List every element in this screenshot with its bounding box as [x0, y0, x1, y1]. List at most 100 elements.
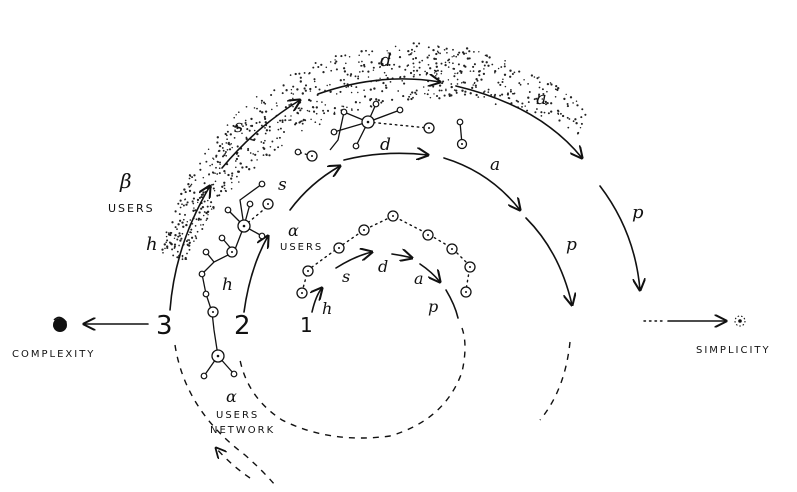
stipple-dot: [177, 223, 180, 226]
stipple-dot: [533, 98, 536, 101]
stipple-dot: [402, 95, 405, 98]
stipple-dot: [367, 76, 370, 78]
stipple-dot: [215, 166, 217, 169]
stipple-dot: [411, 91, 414, 94]
stipple-dot: [427, 89, 430, 91]
stipple-dot: [414, 57, 417, 60]
stipple-dot: [446, 51, 448, 54]
stipple-dot: [193, 207, 195, 209]
beta-symbol: β: [119, 169, 132, 193]
stipple-dot: [375, 98, 378, 101]
stipple-dot: [232, 124, 235, 127]
stipple-dot: [202, 176, 205, 179]
stipple-dot: [299, 80, 302, 83]
stipple-dot: [504, 59, 506, 62]
stipple-dot: [580, 116, 583, 119]
stipple-dot: [181, 221, 184, 224]
stipple-dot: [268, 129, 271, 132]
stipple-dot: [299, 109, 302, 112]
stipple-dot: [309, 90, 312, 92]
stipple-dot: [447, 79, 450, 81]
stipple-dot: [557, 87, 560, 90]
stipple-dot: [313, 110, 315, 113]
stipple-dot: [189, 184, 192, 187]
stipple-dot: [472, 70, 475, 72]
stipple-dot: [334, 55, 337, 58]
stipple-dot: [214, 180, 217, 183]
stipple-dot: [572, 120, 575, 123]
stipple-dot: [333, 112, 336, 115]
stipple-dot: [264, 132, 267, 135]
stipple-dot: [357, 108, 359, 111]
stipple-dot: [483, 64, 486, 67]
stipple-dot: [575, 122, 578, 125]
stipple-dot: [527, 83, 529, 85]
stipple-dot: [178, 232, 181, 235]
stipple-dot: [236, 124, 239, 127]
stipple-dot: [179, 206, 182, 209]
stipple-dot: [188, 239, 191, 241]
beta-users-label: USERS: [108, 202, 155, 215]
stipple-dot: [580, 122, 583, 125]
stipple-dot: [260, 102, 263, 104]
stipple-dot: [264, 127, 266, 129]
stipple-dot: [188, 248, 191, 251]
stipple-dot: [515, 99, 518, 102]
stipple-dot: [390, 98, 394, 101]
stipple-dot: [436, 69, 439, 72]
stipple-dot: [184, 191, 187, 194]
stipple-dot: [373, 87, 376, 90]
stipple-dot: [483, 96, 486, 98]
stipple-dot: [197, 218, 200, 221]
stipple-dot: [358, 61, 360, 63]
stipple-dot: [242, 125, 244, 128]
stipple-dot: [296, 88, 299, 91]
stipple-dot: [322, 70, 325, 74]
stipple-dot: [465, 52, 467, 55]
stipple-dot: [185, 240, 188, 243]
stipple-dot: [414, 91, 417, 94]
stipple-dot: [196, 230, 199, 233]
stipple-dot: [252, 153, 254, 155]
stipple-dot: [263, 147, 266, 150]
stipple-dot: [165, 231, 168, 234]
phase-letter-s: s: [278, 175, 287, 195]
stipple-dot: [205, 211, 208, 215]
stipple-dot: [464, 65, 467, 68]
stipple-dot: [440, 62, 443, 65]
stipple-dot: [398, 49, 401, 51]
stipple-dot: [311, 106, 315, 109]
stipple-dot: [565, 93, 567, 96]
stipple-dot: [233, 136, 236, 139]
stipple-dot: [317, 65, 320, 69]
stipple-dot: [206, 205, 209, 208]
stipple-dot: [173, 245, 176, 248]
stipple-dot: [422, 86, 425, 88]
stipple-dot: [314, 121, 317, 124]
stipple-dot: [394, 45, 397, 48]
stipple-dot: [388, 52, 392, 55]
stipple-dot: [572, 102, 574, 104]
stipple-dot: [460, 82, 463, 84]
stipple-dot: [181, 258, 184, 261]
stipple-dot: [284, 106, 287, 109]
stipple-dot: [296, 111, 299, 115]
stipple-dot: [271, 108, 273, 111]
stipple-dot: [530, 74, 534, 77]
stipple-dot: [443, 48, 446, 51]
stipple-dot: [168, 234, 171, 236]
stipple-dot: [463, 81, 467, 84]
phase-letter-h: h: [146, 234, 158, 255]
stipple-dot: [298, 72, 301, 75]
cycle-numbers: 1 2 3: [156, 311, 313, 341]
stipple-dot: [335, 93, 338, 95]
stipple-dot: [450, 94, 453, 97]
stipple-dot: [437, 45, 440, 49]
stipple-dot: [203, 200, 206, 203]
stipple-dot: [494, 103, 497, 106]
stipple-dot: [339, 79, 342, 82]
stipple-dot: [478, 69, 481, 73]
phase-letter-a: a: [490, 155, 500, 175]
stipple-dot: [162, 251, 164, 254]
stipple-dot: [226, 130, 229, 133]
